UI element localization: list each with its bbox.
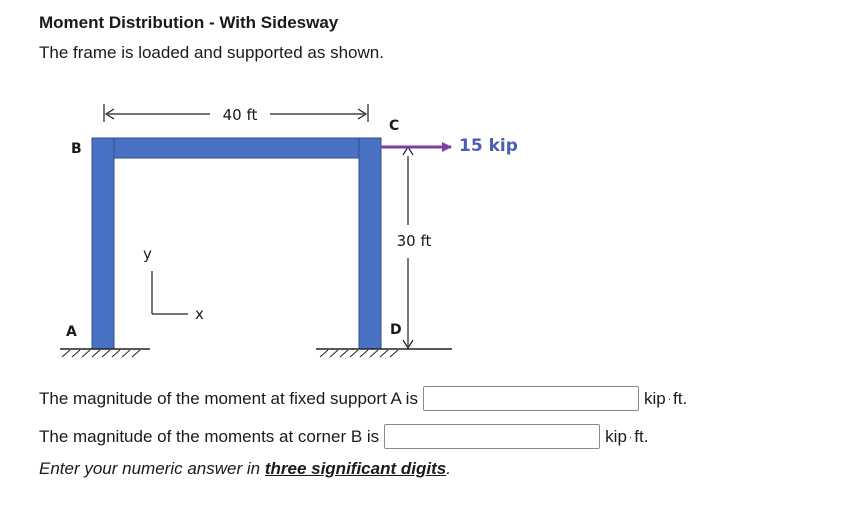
unit-label-moment-b: kip·ft. xyxy=(605,426,649,446)
unit-label-moment-a: kip·ft. xyxy=(643,388,688,408)
question-text-moment-b: The magnitude of the moments at corner B… xyxy=(39,426,380,446)
span-label: 40 ft xyxy=(223,106,258,124)
moment-b-input[interactable] xyxy=(384,424,601,449)
load-label: 15 kip xyxy=(459,136,518,156)
frame xyxy=(91,137,382,350)
height-label: 30 ft xyxy=(397,232,432,250)
horizontal-load: 15 kip xyxy=(381,136,518,156)
joint-label-c: C xyxy=(389,118,399,134)
joint-label-b: B xyxy=(71,141,82,157)
moment-a-input[interactable] xyxy=(422,386,639,411)
question-row-moment-b: The magnitude of the moments at corner B… xyxy=(39,424,648,449)
question-text-moment-a: The magnitude of the moment at fixed sup… xyxy=(39,388,418,408)
fixed-support-a xyxy=(60,348,150,358)
answer-instruction: Enter your numeric answer in three signi… xyxy=(39,459,451,478)
question-row-moment-a: The magnitude of the moment at fixed sup… xyxy=(39,386,687,411)
joint-label-a: A xyxy=(66,324,77,340)
joint-label-d: D xyxy=(390,322,402,338)
axis-label-y: y xyxy=(143,245,152,263)
significant-digits-emphasis: three significant digits xyxy=(264,459,447,478)
height-dimension: 30 ft xyxy=(397,145,432,350)
span-dimension: 40 ft xyxy=(103,104,369,124)
problem-title: Moment Distribution - With Sidesway xyxy=(39,13,339,32)
axis-label-x: x xyxy=(195,305,204,323)
coordinate-axes: y x xyxy=(143,245,204,323)
problem-description: The frame is loaded and supported as sho… xyxy=(39,43,384,62)
fixed-support-d xyxy=(316,348,452,358)
